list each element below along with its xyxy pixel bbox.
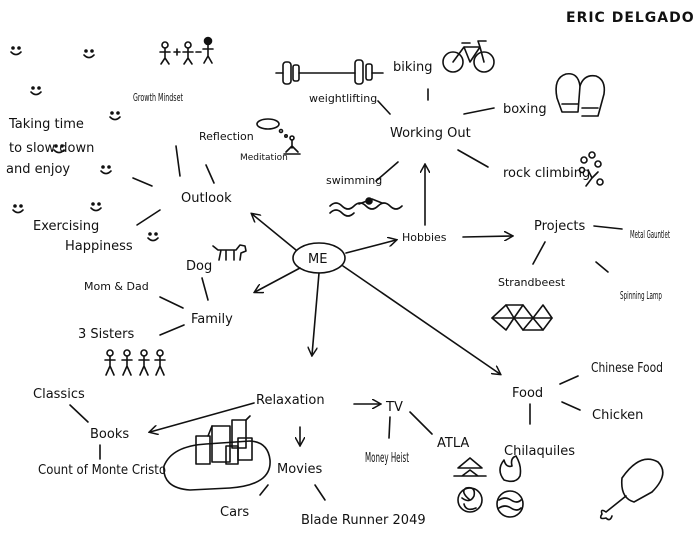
climber-icon	[578, 151, 604, 187]
chinese-food-label: Chinese Food	[591, 361, 663, 376]
castle-icon	[163, 415, 271, 491]
outlook-branch: Outlook Growth Mindset Taking time to sl…	[6, 91, 288, 254]
relaxation-branch: Relaxation Books Classics Count of Monte…	[33, 387, 469, 528]
sisters-label: 3 Sisters	[78, 327, 134, 342]
sisters-icon	[104, 349, 166, 376]
center-label: ME	[308, 252, 327, 267]
working-out-label: Working Out	[390, 126, 471, 141]
spinning-lamp-label: Spinning Lamp	[620, 289, 662, 302]
dog-icon	[212, 244, 247, 261]
taking-time-label: Taking time	[8, 117, 84, 132]
food-label: Food	[512, 386, 543, 401]
swimmer-icon	[329, 197, 403, 217]
family-label: Family	[191, 312, 233, 327]
swimming-label: swimming	[326, 174, 382, 187]
atla-label: ATLA	[437, 436, 469, 451]
mom-dad-label: Mom & Dad	[84, 280, 149, 293]
hobbies-label: Hobbies	[402, 231, 447, 244]
gauntlet-label: Metal Gauntlet	[630, 228, 670, 241]
strandbeest-label: Strandbeest	[498, 276, 566, 289]
center-arrows	[252, 214, 500, 374]
weightlifting-label: weightlifting	[309, 92, 377, 105]
tv-label: TV	[385, 400, 403, 415]
dog-label: Dog	[186, 259, 212, 274]
food-branch: Food Chinese Food Chicken Chilaquiles	[504, 361, 663, 459]
money-heist-label: Money Heist	[365, 451, 409, 466]
reflection-label: Reflection	[199, 130, 254, 143]
movies-label: Movies	[277, 462, 322, 477]
boxing-label: boxing	[503, 102, 547, 117]
smiley-icon	[10, 46, 159, 242]
books-label: Books	[90, 427, 129, 442]
happiness-label: Happiness	[65, 239, 133, 254]
classics-label: Classics	[33, 387, 85, 402]
family-branch: Family Dog Mom & Dad 3 Sisters	[78, 259, 233, 342]
chilaquiles-label: Chilaquiles	[504, 444, 575, 459]
dumbbell-icon	[275, 59, 384, 85]
stick-figures-icon	[159, 36, 214, 65]
enjoy-label: and enjoy	[6, 162, 70, 177]
growth-label: Growth Mindset	[133, 91, 183, 104]
meditation-icon	[256, 118, 301, 155]
author-name: ERIC DELGADO	[566, 10, 695, 26]
boxing-gloves-icon	[555, 72, 606, 117]
biking-label: biking	[393, 60, 433, 75]
relaxation-label: Relaxation	[256, 393, 325, 408]
exercising-label: Exercising	[33, 219, 99, 234]
center-node: ME	[292, 242, 346, 274]
strandbeest-icon	[491, 304, 553, 331]
cars-label: Cars	[220, 505, 249, 520]
projects-label: Projects	[534, 219, 585, 234]
meditation-label: Meditation	[240, 153, 288, 163]
bicycle-icon	[442, 40, 495, 73]
blade-runner-label: Blade Runner 2049	[301, 513, 426, 528]
drumstick-icon	[599, 458, 664, 521]
avatar-elements-icon	[453, 455, 524, 518]
slow-down-label: to slow down	[9, 141, 94, 156]
outlook-label: Outlook	[181, 191, 232, 206]
rock-climbing-label: rock climbing	[503, 166, 590, 181]
monte-cristo-label: Count of Monte Cristo	[38, 463, 166, 478]
chicken-label: Chicken	[592, 408, 643, 423]
hobbies-branch: Hobbies Working Out weightlifting biking…	[309, 60, 670, 302]
